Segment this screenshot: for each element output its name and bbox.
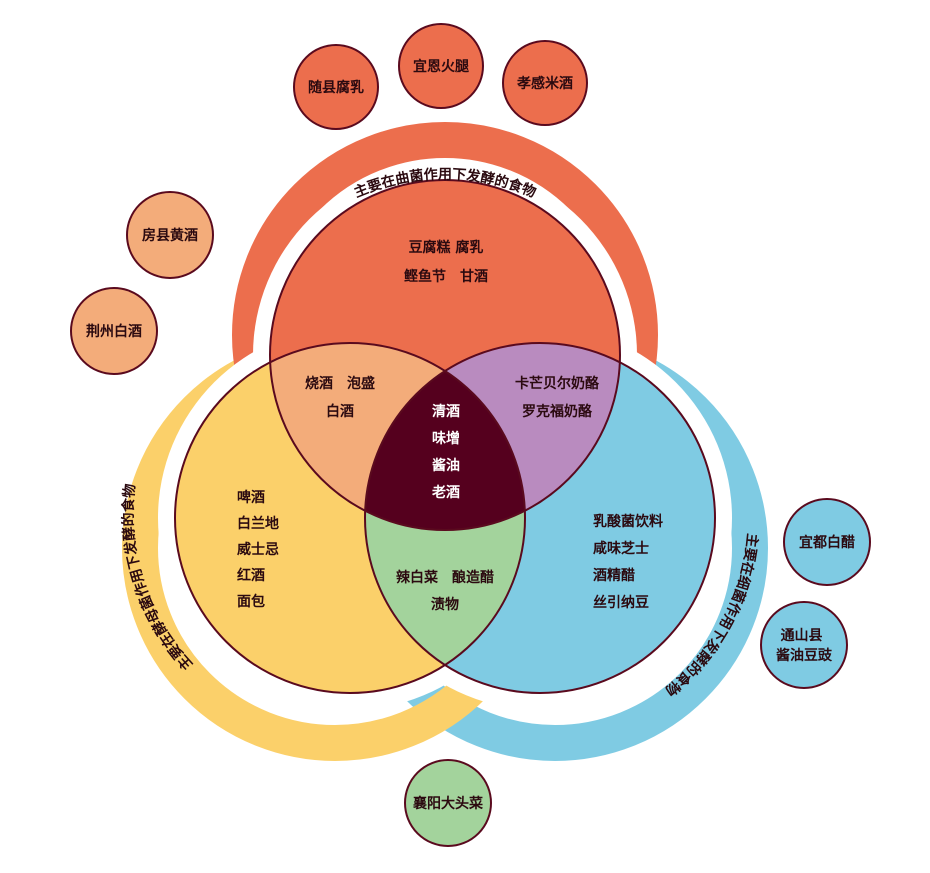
- satellite-label-tongshan-line-1: 通山县: [781, 628, 823, 644]
- region-left-line-2: 白兰地: [237, 515, 279, 532]
- satellite-label-yien: 宜恩火腿: [413, 58, 469, 75]
- outline-right: [364, 342, 716, 694]
- region-left-right-line-2: 渍物: [431, 596, 459, 613]
- satellite-group-bottom: [404, 759, 492, 847]
- satellite-circle-xiaogan: [502, 40, 588, 126]
- satellite-label-tongshan: 通山县 酱油豆豉: [776, 628, 833, 664]
- satellite-circle-fangxian: [126, 191, 214, 279]
- satellite-label-suixian: 随县腐乳: [308, 79, 364, 96]
- region-left-line-5: 面包: [237, 593, 265, 610]
- satellite-circle-xiangyang: [404, 759, 492, 847]
- region-top-left-line-1: 烧酒 泡盛: [305, 375, 375, 392]
- satellite-label-yidu: 宜都白醋: [799, 534, 855, 551]
- satellite-label-fangxian: 房县黄酒: [142, 227, 198, 244]
- satellite-circle-yidu: [783, 498, 871, 586]
- region-top-right-line-1: 卡芒贝尔奶酪: [515, 375, 600, 392]
- region-center-line-4: 老酒: [432, 484, 460, 501]
- region-top-line-2: 鲣鱼节 甘酒: [404, 268, 488, 285]
- satellite-circle-yien: [398, 23, 484, 109]
- region-left-line-1: 啤酒: [237, 489, 265, 506]
- region-top-right-line-2: 罗克福奶酪: [522, 403, 593, 420]
- region-center-line-1: 清酒: [432, 403, 460, 420]
- outline-top: [269, 179, 621, 531]
- satellite-label-xiangyang: 襄阳大头菜: [412, 795, 484, 812]
- region-right-line-2: 咸味芝士: [593, 540, 649, 557]
- satellite-circle-suixian: [293, 44, 379, 130]
- satellite-group-right: [760, 498, 871, 689]
- region-left-line-3: 威士忌: [237, 541, 279, 558]
- region-center-line-3: 酱油: [432, 457, 460, 474]
- satellite-label-tongshan-line-2: 酱油豆豉: [776, 647, 833, 664]
- satellite-circle-jingzhou: [70, 287, 158, 375]
- satellite-label-jingzhou: 荆州白酒: [86, 323, 142, 340]
- satellite-group-left: [70, 191, 214, 375]
- region-left-right-line-1: 辣白菜 酿造醋: [396, 569, 494, 586]
- satellite-label-xiaogan: 孝感米酒: [516, 75, 573, 92]
- satellite-circle-tongshan: [760, 601, 848, 689]
- region-left-line-4: 红酒: [237, 567, 265, 584]
- region-top-line-1: 豆腐糕 腐乳: [409, 239, 484, 256]
- outline-left: [174, 342, 526, 694]
- region-right-line-1: 乳酸菌饮料: [593, 513, 663, 530]
- region-center-line-2: 味增: [432, 430, 460, 447]
- region-right-line-3: 酒精醋: [593, 567, 635, 584]
- region-top-left-line-2: 白酒: [326, 403, 354, 420]
- satellite-group-top: [293, 23, 588, 130]
- venn-circles: [174, 179, 716, 694]
- overlap-center: [365, 343, 525, 530]
- region-right-line-4: 丝引纳豆: [593, 594, 649, 611]
